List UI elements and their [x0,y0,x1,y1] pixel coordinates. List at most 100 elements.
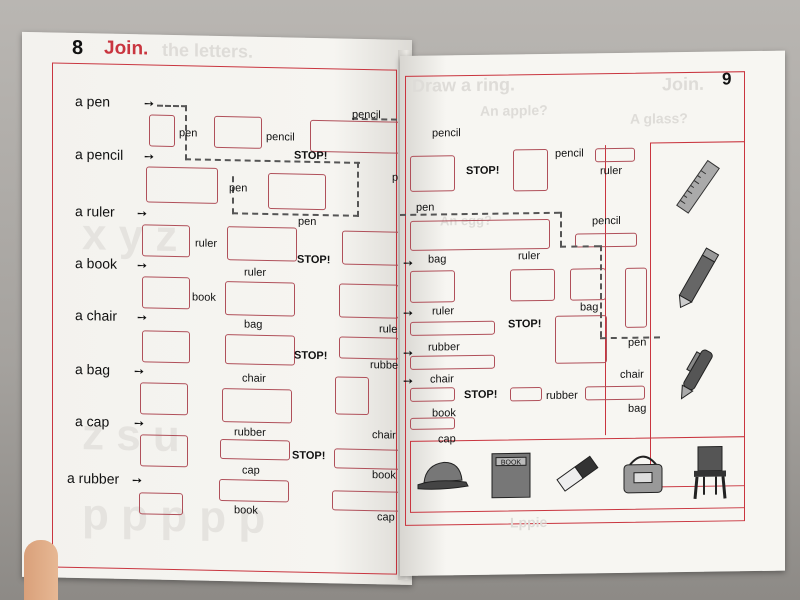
word-label: book [432,407,456,420]
word-label: pencil [432,127,461,140]
answer-box[interactable] [149,114,175,148]
word-label: rubber [234,426,266,439]
stop-label: STOP! [466,164,500,178]
word-label: pencil [592,214,621,228]
word-label: bag [580,301,599,314]
answer-box[interactable] [334,448,402,470]
answer-box[interactable] [410,354,495,370]
dashed-path [560,211,562,247]
answer-box[interactable] [625,267,647,328]
word-label: pencil [555,147,584,160]
answer-box[interactable] [510,387,542,402]
page-title-left: Join. [104,37,149,60]
faded-heading-left: the letters. [162,39,254,62]
word-label: bag [628,402,647,415]
word-label: bag [244,318,263,331]
row-label-chair: a chair [75,306,118,324]
arrow-icon: ➙ [134,364,145,379]
row-label-pencil: a pencil [75,145,124,163]
arrow-icon: ➙ [403,305,414,320]
word-label: book [372,469,396,482]
answer-box[interactable] [339,283,399,319]
cap-icon [414,445,474,508]
answer-box[interactable] [595,147,635,163]
faded-bottom: Lppie [510,513,548,531]
answer-box[interactable] [585,385,645,401]
word-label: pen [179,127,198,140]
word-label: chair [242,372,266,385]
answer-box[interactable] [332,490,400,512]
answer-box[interactable] [510,268,555,302]
arrow-icon: ➙ [137,310,148,325]
answer-box[interactable] [410,155,455,192]
answer-box[interactable] [513,148,548,192]
stop-label: STOP! [297,253,331,267]
word-label: pencil [266,130,295,144]
answer-box[interactable] [410,270,455,303]
answer-box[interactable] [410,218,550,251]
word-label: ruler [600,164,623,178]
page-number-left: 8 [72,36,84,60]
book-cover-text: BOOK [501,459,522,466]
answer-box[interactable] [142,330,190,364]
row-label-ruler: a ruler [75,202,115,220]
word-label: cap [242,464,260,477]
arrow-icon: ➙ [403,345,414,360]
dashed-path [357,161,359,217]
word-label: rubber [546,389,578,402]
answer-box[interactable] [146,166,218,204]
answer-box[interactable] [410,387,455,402]
stop-label: STOP! [294,349,328,363]
pen-icon [658,326,738,412]
stop-label: STOP! [508,318,542,331]
word-label: rubber [428,341,460,354]
word-label: chair [430,373,454,386]
dashed-path [600,245,602,338]
arrow-icon: ➙ [137,206,148,221]
word-label: pen [229,182,248,195]
page-number-right: 9 [722,69,732,89]
book-icon: BOOK [480,444,542,507]
left-page: 8 Join. the letters. x y z z s u p p p p… [22,31,412,585]
word-label: chair [620,368,644,381]
row-label-rubber: a rubber [67,469,120,487]
answer-box[interactable] [335,376,369,416]
answer-box[interactable] [142,224,190,258]
answer-box[interactable] [225,281,295,317]
stop-label: STOP! [464,388,498,402]
answer-box[interactable] [222,388,292,424]
thumb [24,540,58,600]
answer-box[interactable] [214,115,262,149]
arrow-icon: ➙ [134,416,145,431]
answer-box[interactable] [142,276,190,310]
bag-icon [612,442,674,505]
answer-box[interactable] [140,382,188,416]
arrow-icon: ➙ [137,258,148,273]
answer-box[interactable] [339,336,399,360]
word-label: ruler [195,237,218,250]
answer-box[interactable] [342,230,402,266]
arrow-icon: ➙ [144,149,155,164]
pencil-icon [658,233,738,319]
answer-box[interactable] [220,438,290,461]
arrow-icon: ➙ [132,473,143,488]
arrow-icon: ➙ [403,373,414,388]
faded-question: A glass? [630,109,688,127]
answer-box[interactable] [139,492,183,516]
word-label: pen [628,336,647,349]
answer-box[interactable] [410,320,495,336]
answer-box[interactable] [227,226,297,262]
word-label: pencil [352,108,381,122]
word-label: ruler [518,250,541,263]
answer-box[interactable] [225,334,295,366]
ruler-icon [658,146,738,227]
answer-box[interactable] [219,478,289,503]
faded-title-right: Join. [662,73,705,95]
word-label: cap [438,433,456,446]
arrow-icon: ➙ [144,96,155,111]
row-label-bag: a bag [75,360,111,378]
answer-box[interactable] [268,172,326,211]
answer-box[interactable] [140,434,188,468]
answer-box[interactable] [310,119,400,154]
stop-label: STOP! [292,449,326,463]
